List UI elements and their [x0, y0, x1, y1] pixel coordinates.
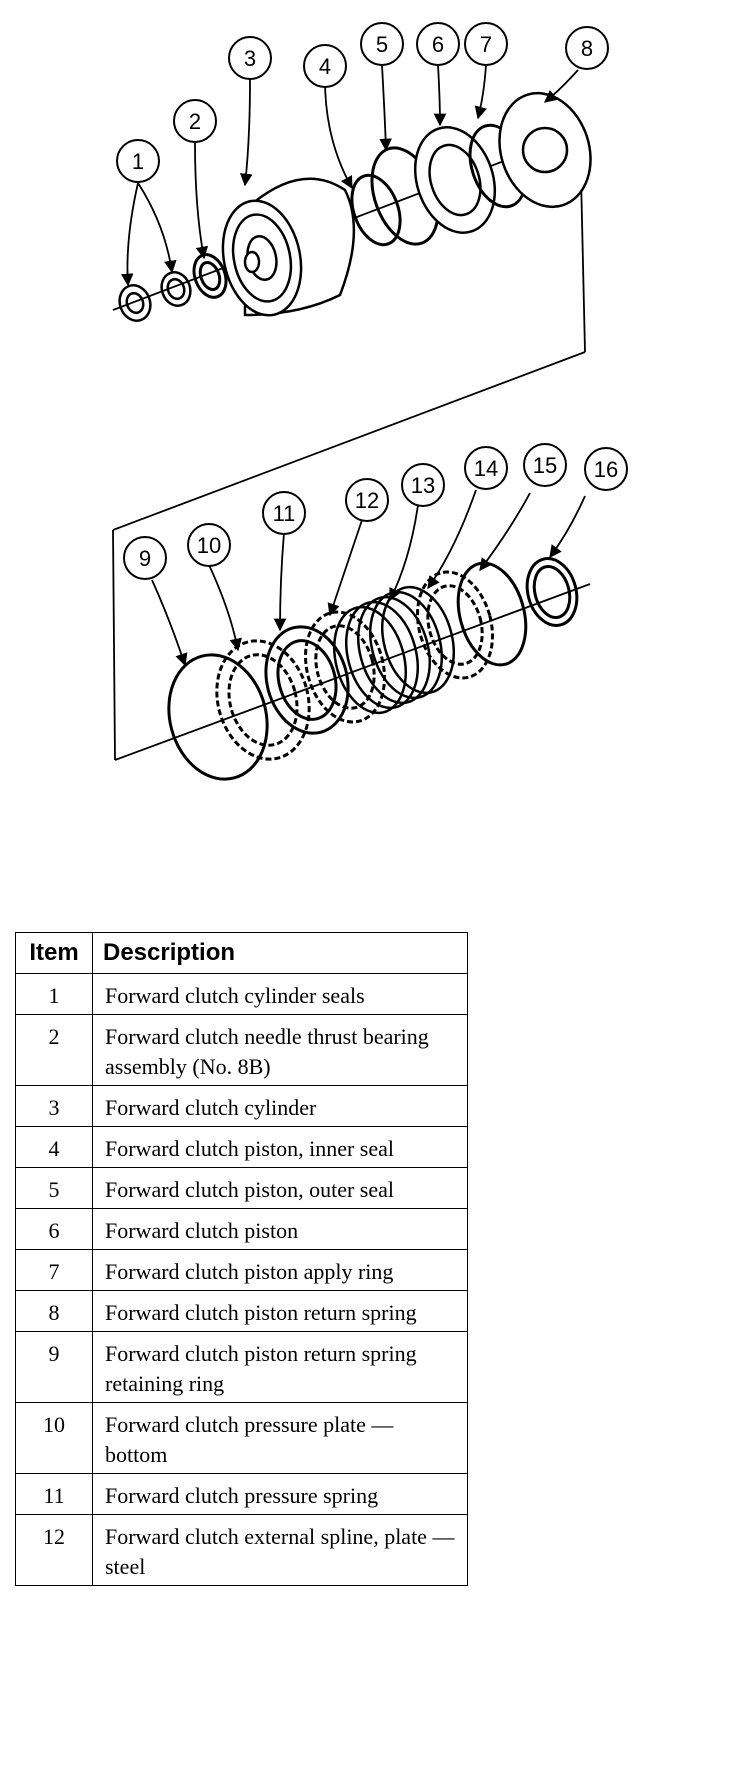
part-12-steel-plate — [304, 610, 386, 724]
svg-text:11: 11 — [273, 501, 296, 526]
item-description: Forward clutch external spline, plate — … — [92, 1514, 468, 1586]
item-description: Forward clutch piston return spring reta… — [92, 1331, 468, 1403]
item-description: Forward clutch cylinder — [92, 1085, 468, 1127]
item-description: Forward clutch needle thrust bearing ass… — [92, 1014, 468, 1086]
item-number: 1 — [15, 973, 93, 1015]
callout-12: 12 — [345, 478, 389, 522]
part-15-snap-ring — [456, 561, 528, 667]
callout-2: 2 — [173, 99, 217, 143]
part-16-ring — [525, 557, 579, 627]
svg-text:5: 5 — [376, 32, 388, 57]
part-13-plate-stack — [333, 585, 455, 715]
item-number: 12 — [15, 1514, 93, 1586]
item-description: Forward clutch piston return spring — [92, 1290, 468, 1332]
callout-3: 3 — [228, 36, 272, 80]
svg-text:8: 8 — [581, 36, 593, 61]
callout-7: 7 — [464, 22, 508, 66]
item-number: 9 — [15, 1331, 93, 1403]
callout-6: 6 — [416, 22, 460, 66]
callout-8: 8 — [565, 26, 609, 70]
svg-text:15: 15 — [533, 453, 557, 478]
callout-4: 4 — [303, 44, 347, 88]
table-header-row: Item Description — [15, 932, 468, 974]
item-number: 11 — [15, 1473, 93, 1515]
callout-1: 1 — [116, 139, 160, 183]
item-description: Forward clutch piston — [92, 1208, 468, 1250]
svg-text:3: 3 — [244, 46, 256, 71]
item-description: Forward clutch pressure spring — [92, 1473, 468, 1515]
callout-11: 11 — [262, 491, 306, 535]
part-3-clutch-cylinder — [221, 177, 356, 317]
item-description: Forward clutch piston, outer seal — [92, 1167, 468, 1209]
svg-text:1: 1 — [132, 149, 144, 174]
column-header-item: Item — [15, 932, 93, 974]
part-10-pressure-plate — [215, 639, 311, 761]
item-number: 10 — [15, 1402, 93, 1474]
callout-balloons: 1 2 3 4 5 6 7 8 9 10 11 12 13 14 15 16 — [116, 22, 628, 580]
item-description: Forward clutch cylinder seals — [92, 973, 468, 1015]
item-description: Forward clutch piston apply ring — [92, 1249, 468, 1291]
svg-text:9: 9 — [139, 546, 151, 571]
callout-16: 16 — [584, 447, 628, 491]
leader-lines — [120, 64, 586, 667]
item-number: 8 — [15, 1290, 93, 1332]
callout-9: 9 — [123, 536, 167, 580]
item-number: 4 — [15, 1126, 93, 1168]
item-number: 5 — [15, 1167, 93, 1209]
svg-text:6: 6 — [432, 32, 444, 57]
part-4-inner-seal — [350, 173, 402, 247]
item-number: 3 — [15, 1085, 93, 1127]
callout-14: 14 — [464, 446, 508, 490]
svg-text:7: 7 — [480, 32, 492, 57]
svg-text:12: 12 — [355, 488, 379, 513]
item-number: 2 — [15, 1014, 93, 1086]
callout-5: 5 — [360, 22, 404, 66]
part-11-pressure-spring — [264, 625, 350, 735]
svg-text:14: 14 — [474, 456, 498, 481]
exploded-view-diagram: 1 2 3 4 5 6 7 8 9 10 11 12 13 14 15 16 — [112, 22, 628, 781]
callout-13: 13 — [401, 463, 445, 507]
part-6-piston — [413, 126, 497, 234]
item-description: Forward clutch pressure plate — bottom — [92, 1402, 468, 1474]
part-8-return-spring — [498, 91, 592, 209]
item-number: 6 — [15, 1208, 93, 1250]
callout-10: 10 — [187, 523, 231, 567]
svg-text:13: 13 — [411, 473, 435, 498]
column-header-description: Description — [92, 932, 468, 974]
item-number: 7 — [15, 1249, 93, 1291]
svg-text:10: 10 — [197, 533, 221, 558]
item-description: Forward clutch piston, inner seal — [92, 1126, 468, 1168]
svg-text:16: 16 — [594, 457, 618, 482]
part-9-retaining-ring — [167, 653, 269, 781]
part-14-plate — [416, 570, 494, 680]
svg-text:4: 4 — [319, 54, 331, 79]
svg-text:2: 2 — [189, 109, 201, 134]
callout-15: 15 — [523, 443, 567, 487]
